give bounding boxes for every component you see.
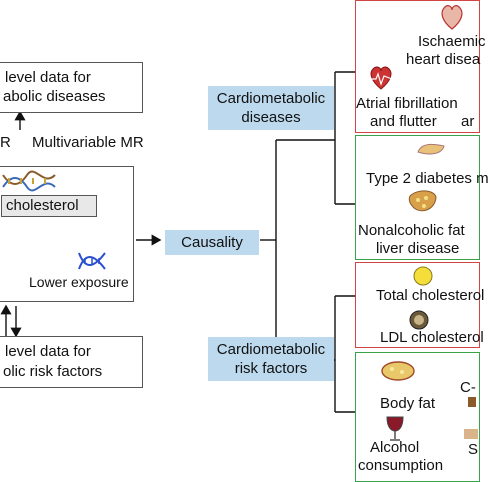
crp-label: C-: [460, 379, 476, 396]
category-line-2: diseases: [241, 109, 301, 126]
lifestyle-risk-box: Body fat C- Alcohol consumption S: [355, 352, 480, 482]
ldl-icon: [409, 310, 429, 330]
af-label-extra: ar: [461, 113, 475, 130]
category-line-1: Cardiometabolic: [216, 90, 326, 107]
connector-lines: [0, 71, 355, 413]
cholesterol-icon: [413, 266, 433, 286]
crp-marker: [468, 397, 476, 407]
ldl-label: LDL cholesterol: [380, 329, 484, 346]
nafld-label-2: liver disease: [376, 240, 460, 257]
mr-analysis-box: cholesterol Lower exposure: [0, 166, 134, 302]
s-label: S: [468, 441, 479, 458]
box-line-2: olic risk factors: [3, 363, 103, 380]
lipid-risk-box: Total cholesterol LDL cholesterol: [355, 262, 484, 348]
pancreas-icon: [417, 143, 445, 155]
af-label-2: and flutter: [370, 113, 437, 130]
individual-level-data-risk-box: level data for olic risk factors: [0, 336, 143, 388]
metabolic-diseases-box: Type 2 diabetes m Nonalcoholic fat liver…: [355, 135, 489, 260]
s-icon: [464, 429, 478, 439]
heart-ecg-icon: [370, 66, 393, 90]
ihd-label-1: Ischaemic: [418, 33, 486, 50]
heart-icon: [441, 5, 463, 30]
body-fat-icon: [381, 361, 415, 381]
cardiovascular-diseases-box: Ischaemic heart disea Atrial fibrillatio…: [355, 0, 486, 133]
alcohol-label-2: consumption: [358, 457, 444, 474]
category-line-1: Cardiometabolic: [216, 341, 326, 358]
liver-icon: [408, 190, 437, 212]
mr-left-label: R: [0, 134, 11, 151]
box-line-2: abolic diseases: [3, 88, 106, 105]
wine-glass-icon: [386, 416, 404, 441]
exposure-label: cholesterol: [6, 197, 79, 214]
total-cholesterol-label: Total cholesterol: [376, 287, 485, 304]
causality-box: Causality: [165, 230, 259, 255]
cardiometabolic-diseases-box: Cardiometabolic diseases: [208, 86, 334, 130]
lower-exposure-label: Lower exposure: [29, 274, 129, 290]
box-line-1: level data for: [5, 343, 91, 360]
alcohol-label-1: Alcohol: [370, 439, 420, 456]
nafld-label-1: Nonalcoholic fat: [358, 222, 465, 239]
cardiometabolic-risk-factors-box: Cardiometabolic risk factors: [208, 337, 334, 381]
t2d-label: Type 2 diabetes m: [366, 170, 489, 187]
ihd-label-2: heart disea: [406, 51, 481, 68]
box-line-1: level data for: [5, 69, 91, 86]
exposure-box: cholesterol: [1, 195, 97, 217]
body-fat-label: Body fat: [380, 395, 436, 412]
multivariable-mr-label: Multivariable MR: [32, 134, 144, 151]
dna-icon: [2, 170, 56, 192]
individual-level-data-diseases-box: level data for abolic diseases: [0, 62, 143, 113]
af-label-1: Atrial fibrillation: [356, 95, 458, 112]
category-line-2: risk factors: [234, 360, 308, 377]
dna-blue-icon: [78, 252, 106, 270]
